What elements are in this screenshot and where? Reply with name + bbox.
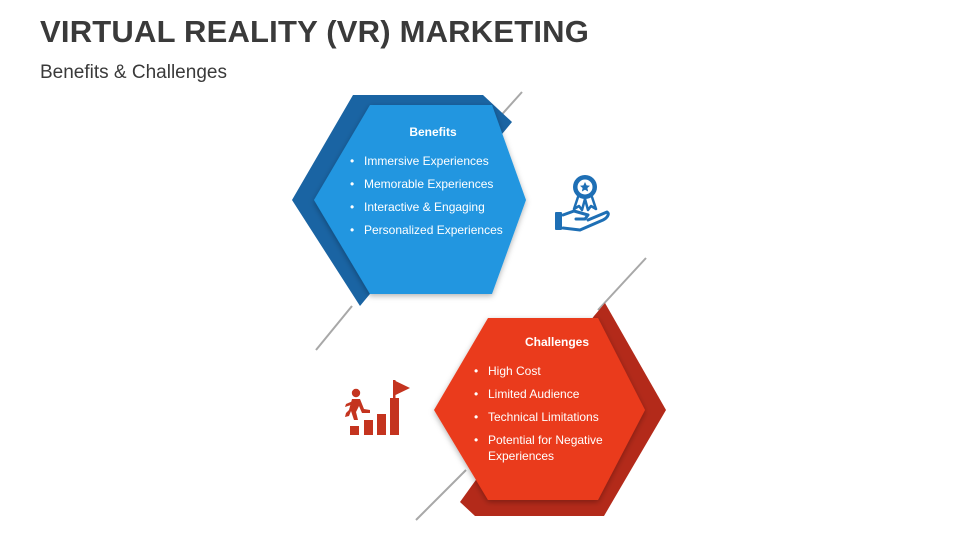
challenges-item: Technical Limitations: [472, 409, 642, 425]
connector-line-bottom: [415, 469, 467, 521]
benefits-card: Benefits Immersive Experiences Memorable…: [348, 125, 518, 245]
challenges-item: High Cost: [472, 363, 642, 379]
challenges-card: Challenges High Cost Limited Audience Te…: [472, 335, 642, 471]
connector-line-left: [315, 305, 353, 351]
benefits-heading: Benefits: [409, 125, 457, 139]
challenges-item: Limited Audience: [472, 386, 642, 402]
benefits-item: Personalized Experiences: [348, 222, 518, 238]
slide-title: VIRTUAL REALITY (VR) MARKETING: [40, 14, 590, 49]
benefits-item: Memorable Experiences: [348, 176, 518, 192]
benefits-item: Interactive & Engaging: [348, 199, 518, 215]
climbing-stairs-flag-icon: [345, 380, 410, 435]
hand-award-icon: [555, 175, 610, 232]
benefits-item: Immersive Experiences: [348, 153, 518, 169]
benefits-list: Immersive Experiences Memorable Experien…: [348, 153, 518, 238]
slide-subtitle: Benefits & Challenges: [40, 62, 227, 83]
challenges-list: High Cost Limited Audience Technical Lim…: [472, 363, 642, 464]
connector-line-middle: [597, 257, 647, 311]
challenges-heading: Challenges: [524, 335, 590, 349]
challenges-item: Potential for Negative Experiences: [472, 432, 642, 464]
